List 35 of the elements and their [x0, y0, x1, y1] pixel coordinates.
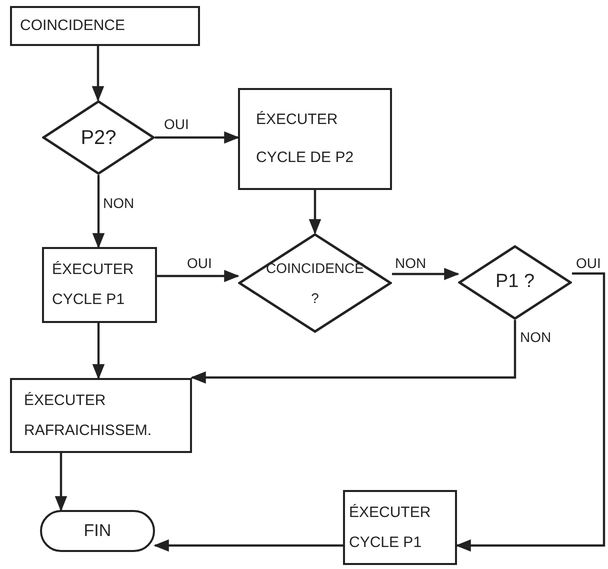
node-text: ÉXECUTER CYCLE P1: [51, 260, 135, 310]
edge-label: OUI: [575, 256, 602, 270]
node-text: P2?: [80, 126, 118, 150]
terminal-box: [40, 510, 155, 552]
edge-label: NON: [394, 256, 428, 270]
arrow: [54, 453, 68, 512]
arrow: [92, 46, 104, 102]
process-box: [238, 88, 392, 190]
decision-diamond: [42, 100, 155, 175]
edge-label: OUI: [186, 256, 213, 270]
arrow: [155, 131, 240, 144]
process-box: [10, 378, 192, 453]
node-text: ÉXECUTER CYCLE DE P2: [255, 110, 355, 168]
node-text: COINCIDENCE: [19, 16, 126, 36]
edge-label: NON: [519, 330, 552, 344]
arrow: [392, 268, 460, 280]
node-text: ÉXECUTER CYCLE P1: [348, 502, 432, 552]
arrow: [157, 270, 240, 282]
node-text: COINCIDENCE ?: [264, 259, 365, 308]
edge-label: OUI: [163, 117, 190, 131]
arrow: [190, 320, 516, 384]
node-text: P1 ?: [494, 270, 536, 294]
arrow: [308, 190, 322, 235]
process-box: [343, 490, 457, 565]
node-text: FIN: [82, 520, 112, 542]
decision-diamond: [458, 245, 572, 320]
arrow: [153, 539, 343, 552]
arrow: [92, 323, 105, 380]
process-box: [10, 6, 200, 46]
decision-diamond: [238, 233, 392, 333]
edge-label: NON: [102, 196, 136, 210]
node-text: ÉXECUTER RAFRAICHISSEM.: [23, 390, 153, 440]
arrow: [92, 175, 105, 249]
arrow: [455, 272, 606, 552]
process-box: [42, 247, 157, 323]
